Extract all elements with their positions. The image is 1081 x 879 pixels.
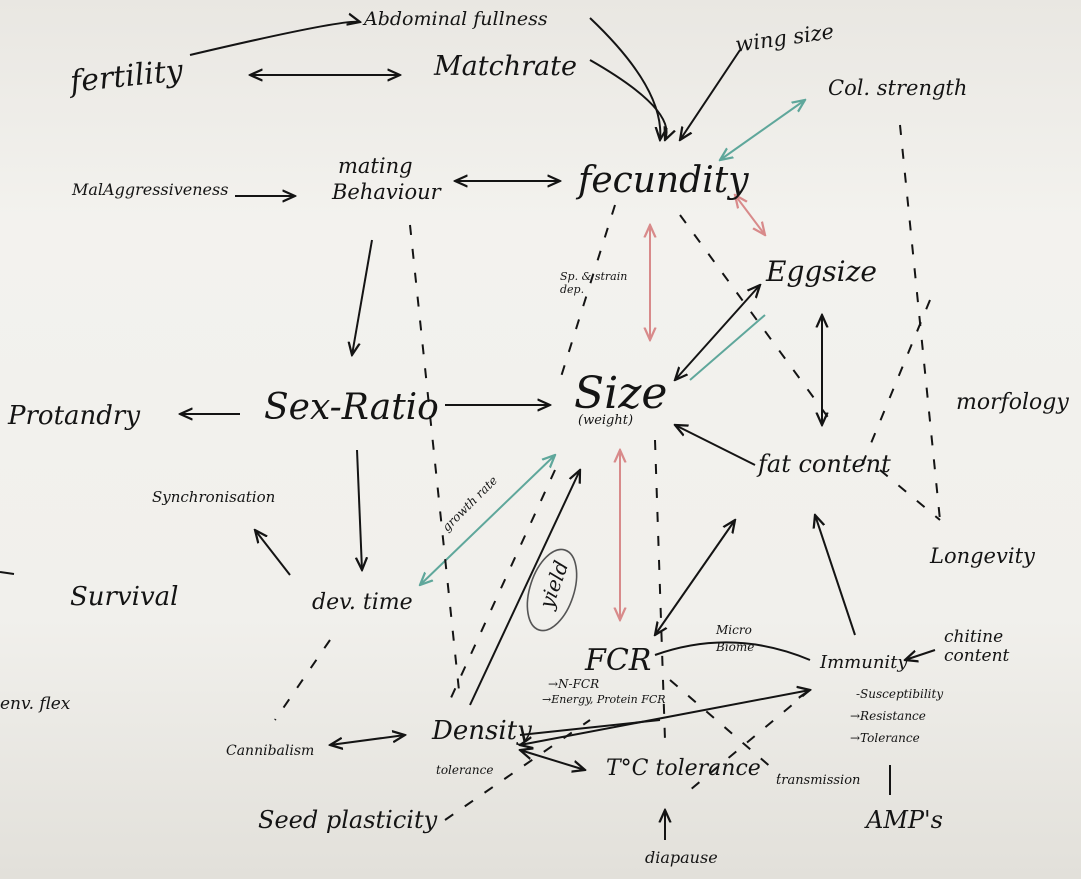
diapause-label: diapause bbox=[645, 848, 718, 867]
cannibalism-label: Cannibalism bbox=[226, 743, 315, 759]
chitine-content-label: chitine content bbox=[944, 627, 1010, 666]
edge-abdominal-fecundity bbox=[589, 17, 660, 140]
edge-fcr-immunity bbox=[654, 641, 811, 661]
dash-fecundity-size bbox=[559, 204, 616, 381]
edge-immunity-chitine bbox=[905, 649, 936, 660]
edge-fecundity-eggsize bbox=[735, 195, 765, 235]
t-tolerance-label: T°C tolerance bbox=[606, 756, 761, 781]
dash-fcr-transmission bbox=[669, 679, 781, 776]
weight-label: (weight) bbox=[578, 413, 634, 428]
sp-strain-dep-label: Sp. & strain dep. bbox=[560, 270, 628, 297]
mating-label: mating bbox=[338, 154, 413, 178]
env-flex-label: env. flex bbox=[0, 694, 71, 714]
dash-size-density bbox=[449, 469, 556, 701]
dash-seed-fcr bbox=[444, 719, 591, 821]
edge-colstrength-fecundity bbox=[720, 100, 805, 160]
dash-fecundity-fatcontent bbox=[679, 214, 831, 421]
yield-oval bbox=[526, 548, 578, 632]
protandry-label: Protandry bbox=[8, 401, 141, 431]
edge-size-density bbox=[469, 470, 580, 706]
edge-fatcontent-immunity bbox=[815, 515, 856, 636]
dash-size-ttolerance bbox=[654, 439, 666, 741]
n-fcr-label: →N-FCR bbox=[548, 677, 600, 691]
dash-devtime-cannibalism bbox=[274, 639, 331, 721]
sex-ratio-label: Sex-Ratio bbox=[264, 387, 439, 428]
edge-fatcontent-fcr bbox=[655, 520, 735, 635]
behaviour-label: Behaviour bbox=[332, 180, 441, 204]
fat-content-label: fat content bbox=[758, 450, 891, 478]
edge-sexratio-devtime bbox=[357, 449, 362, 570]
dash-immunity-ttolerance bbox=[689, 689, 811, 791]
edge-fertility-abdominal bbox=[189, 22, 360, 56]
matchrate-label: Matchrate bbox=[434, 51, 577, 82]
edge-eggsize-size-2 bbox=[689, 314, 766, 381]
edge-wingsize-fecundity bbox=[680, 49, 741, 140]
edge-size-fatcontent bbox=[675, 425, 756, 466]
survival-label: Survival bbox=[70, 582, 179, 612]
male-aggressiveness-label: MalAggressiveness bbox=[72, 180, 229, 199]
density-tolerance-label: tolerance bbox=[436, 763, 494, 777]
dash-morph-fat bbox=[859, 299, 931, 471]
edge-matchrate-fecundity bbox=[589, 59, 667, 140]
energy-fcr-label: →Energy, Protein FCR bbox=[542, 693, 666, 706]
longevity-label: Longevity bbox=[930, 544, 1035, 568]
edge-density-ttolerance bbox=[520, 750, 585, 770]
eggsize-label: Eggsize bbox=[766, 255, 877, 288]
edge-cannibalism-density bbox=[330, 735, 405, 745]
edge-mating-sexratio bbox=[352, 239, 373, 355]
amps-label: AMP's bbox=[866, 806, 943, 834]
edge-eggsize-size bbox=[675, 285, 760, 380]
abdominal-fullness-label: Abdominal fullness bbox=[364, 8, 548, 30]
dash-mating-density bbox=[409, 224, 461, 701]
immunity-label: Immunity bbox=[820, 652, 908, 673]
synchronisation-label: Synchronisation bbox=[152, 488, 276, 506]
resistance-label: →Resistance bbox=[850, 709, 926, 723]
fcr-label: FCR bbox=[585, 643, 652, 678]
transmission-label: transmission bbox=[776, 773, 861, 788]
dev-time-label: dev. time bbox=[312, 590, 413, 615]
edge-stroke-mark bbox=[0, 571, 15, 575]
tolerance-imm-label: →Tolerance bbox=[850, 731, 920, 745]
susceptibility-label: -Susceptibility bbox=[856, 687, 944, 701]
edge-sync-devtime bbox=[255, 530, 291, 576]
density-label: Density bbox=[432, 716, 532, 746]
edge-size-devtime bbox=[420, 455, 555, 585]
seed-plasticity-label: Seed plasticity bbox=[258, 806, 438, 834]
col-strength-label: Col. strength bbox=[828, 76, 968, 100]
micro-biome-label: Micro Biome bbox=[716, 623, 755, 654]
size-label: Size bbox=[574, 368, 668, 419]
fecundity-label: fecundity bbox=[578, 160, 749, 201]
morfology-label: morfology bbox=[956, 390, 1069, 415]
